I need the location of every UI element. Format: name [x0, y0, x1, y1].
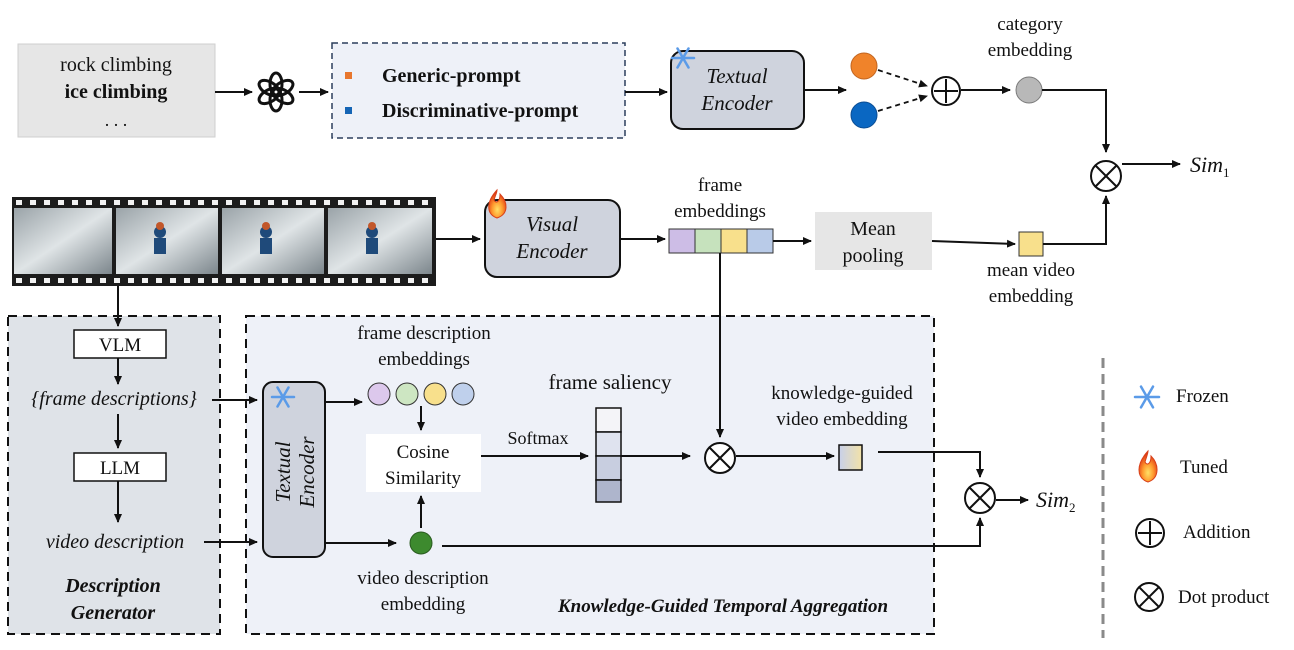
kgta-encoder-line2: Encoder — [295, 436, 319, 509]
fd-emb-label-line2: embeddings — [378, 349, 470, 370]
frame-saliency-label: frame saliency — [548, 370, 672, 394]
frame-saliency-bar — [595, 407, 622, 503]
sim2-label: Sim2 — [1036, 487, 1076, 515]
frame-emb-label-line2: embeddings — [674, 201, 766, 222]
vd-emb-label-line2: embedding — [381, 594, 466, 615]
cosine-line2: Similarity — [385, 468, 462, 489]
kgta-panel — [245, 315, 935, 635]
legend-tuned-label: Tuned — [1180, 457, 1228, 478]
mean-pooling-box: Mean pooling — [815, 212, 932, 270]
legend-addition-label: Addition — [1183, 522, 1251, 543]
knowledge-guided-embedding-square — [838, 444, 863, 471]
top-encoder-line2: Encoder — [700, 91, 773, 115]
kg-emb-label-line1: knowledge-guided — [771, 383, 913, 404]
dashed-arrow-generic — [877, 69, 928, 88]
cosine-similarity-box: Cosine Similarity — [366, 434, 481, 492]
llm-logo-icon — [257, 71, 295, 113]
frame-embeddings-row — [668, 228, 774, 254]
arrow-kg-emb-to-sim2-dot — [878, 451, 984, 478]
description-generator-title-line2: Generator — [71, 602, 156, 624]
cosine-line1: Cosine — [397, 442, 450, 463]
legend-addition-icon — [1135, 518, 1165, 548]
discriminative-embedding-dot — [850, 101, 878, 129]
video-frame-2 — [116, 208, 218, 274]
visual-encoder-line1: Visual — [526, 212, 578, 236]
prompt-box: Generic-prompt Discriminative-prompt — [331, 42, 626, 139]
legend-tuned: Tuned — [1138, 449, 1228, 483]
kg-emb-label-line2: video embedding — [776, 409, 908, 430]
mean-pooling-line2: pooling — [842, 245, 903, 267]
frame-description-embedding-dots — [367, 382, 475, 406]
video-frame-1 — [14, 208, 112, 274]
video-frames-filmstrip — [12, 197, 436, 286]
mean-video-label-line2: embedding — [989, 286, 1074, 307]
generic-bullet-icon — [345, 72, 352, 79]
arrow-vd-emb-to-sim2-dot — [442, 517, 984, 547]
vlm-label: VLM — [99, 335, 141, 356]
kgta-encoder-line1: Textual — [271, 441, 295, 502]
kgta-snowflake-icon — [270, 386, 296, 408]
sim1-label: Sim1 — [1190, 152, 1230, 180]
legend-dot-product-icon — [1134, 582, 1164, 612]
input-class-ellipsis: . . . — [105, 110, 128, 130]
dot-product-icon-sim1 — [1090, 160, 1122, 192]
legend-flame-icon — [1138, 449, 1158, 483]
addition-icon — [931, 76, 961, 106]
softmax-label: Softmax — [508, 428, 569, 448]
video-description-embedding-dot — [409, 531, 433, 555]
llm-label: LLM — [100, 458, 140, 479]
climber-figures — [154, 226, 378, 254]
arrow-mean-emb-to-dot — [1043, 195, 1110, 245]
kgta-textual-encoder: Textual Encoder — [262, 381, 326, 558]
arrow-category-to-dot — [1042, 89, 1110, 153]
mean-pooling-line1: Mean — [850, 218, 896, 240]
flame-icon — [488, 188, 507, 219]
legend-snowflake-icon — [1133, 385, 1161, 409]
legend-addition: Addition — [1135, 518, 1251, 548]
vd-emb-label-line1: video description — [357, 568, 489, 589]
arrow-pooling-to-mean-emb — [931, 239, 1016, 248]
category-label-line1: category — [997, 14, 1063, 35]
dot-product-icon-sim2 — [964, 482, 996, 514]
discriminative-prompt-label: Discriminative-prompt — [382, 100, 579, 122]
legend-frozen-label: Frozen — [1176, 386, 1229, 407]
generic-embedding-dot — [850, 52, 878, 80]
category-label-line2: embedding — [988, 40, 1073, 61]
top-textual-encoder: Textual Encoder — [670, 50, 805, 130]
input-class-line1: rock climbing — [60, 54, 172, 76]
description-generator-title-line1: Description — [64, 575, 161, 597]
film-sprocket-holes — [16, 200, 428, 283]
visual-encoder-line2: Encoder — [515, 239, 588, 263]
legend-frozen: Frozen — [1133, 385, 1229, 409]
legend-dot-product-label: Dot product — [1178, 587, 1270, 608]
vlm-box: VLM — [73, 329, 167, 359]
input-class-box: rock climbing ice climbing . . . — [17, 43, 216, 138]
input-class-line2: ice climbing — [65, 81, 168, 103]
fd-emb-label-line1: frame description — [357, 323, 491, 344]
frame-emb-label-line1: frame — [698, 175, 742, 196]
generic-prompt-label: Generic-prompt — [382, 65, 521, 87]
discriminative-bullet-icon — [345, 107, 352, 114]
mean-video-embedding-square — [1018, 231, 1044, 257]
snowflake-icon — [670, 47, 696, 69]
top-encoder-line1: Textual — [706, 64, 767, 88]
video-description-label: video description — [46, 531, 184, 553]
mean-video-label-line1: mean video — [987, 260, 1075, 281]
dashed-arrow-discriminative — [877, 94, 928, 112]
visual-encoder: Visual Encoder — [484, 199, 621, 278]
category-embedding-dot — [1015, 76, 1043, 104]
video-frame-3 — [222, 208, 324, 274]
frame-descriptions-label: {frame descriptions} — [31, 388, 196, 410]
dot-product-icon-kgta — [704, 442, 736, 474]
legend-dot-product: Dot product — [1134, 582, 1270, 612]
kgta-title: Knowledge-Guided Temporal Aggregation — [557, 596, 888, 617]
video-frame-4 — [328, 208, 432, 274]
llm-box: LLM — [73, 452, 167, 482]
